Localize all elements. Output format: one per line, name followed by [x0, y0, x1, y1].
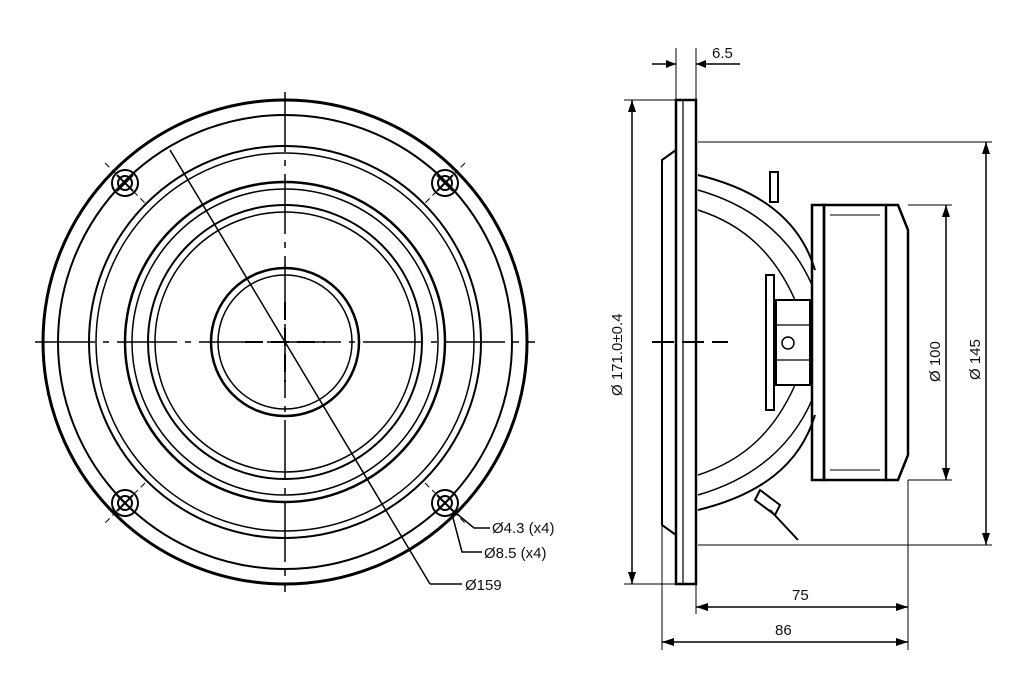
voice-coil-former	[775, 299, 811, 386]
magnet	[822, 203, 888, 482]
back-plate	[886, 203, 910, 482]
counterbore-leader	[451, 513, 482, 553]
total-depth-label: 86	[775, 622, 792, 639]
basket-arm-top-3	[697, 209, 796, 301]
mounting-hole-bottom-right	[424, 482, 466, 524]
hole-leader	[449, 507, 490, 529]
magnet-diameter-label: Ø 100	[927, 341, 944, 382]
basket-arm-bottom-3	[697, 384, 796, 476]
basket-arm-bottom-2	[697, 399, 813, 496]
cutout-diameter-label: Ø 145	[967, 339, 984, 380]
mounting-hole-bottom-left	[104, 482, 146, 524]
hole-diameter-label: Ø4.3 (x4)	[492, 520, 555, 537]
counterbore-label: Ø8.5 (x4)	[484, 545, 547, 562]
top-plate	[810, 203, 826, 482]
terminal-bottom	[753, 488, 782, 517]
depth-label: 75	[792, 587, 809, 604]
spider	[765, 274, 775, 411]
basket-arm-top-2	[697, 189, 813, 286]
basket-arm-bottom-1	[697, 414, 816, 511]
basket-arm-top-1	[697, 174, 816, 271]
flange-thickness-label: 6.5	[712, 45, 733, 62]
mounting-hole-top-right	[424, 162, 466, 204]
bolt-circle-label: Ø159	[465, 577, 502, 594]
mounting-hole-top-left	[104, 162, 146, 204]
vent-plug	[781, 336, 795, 350]
bolt-circle-leader	[169, 149, 431, 585]
outer-diameter-label: Ø 171.0±0.4	[609, 314, 626, 396]
terminal-top	[769, 171, 779, 203]
front-view: Ø4.3 (x4) Ø8.5 (x4) Ø159	[35, 92, 555, 594]
side-view: 6.5 Ø 171.0±0.4 Ø 100 Ø 145 75	[609, 45, 992, 650]
